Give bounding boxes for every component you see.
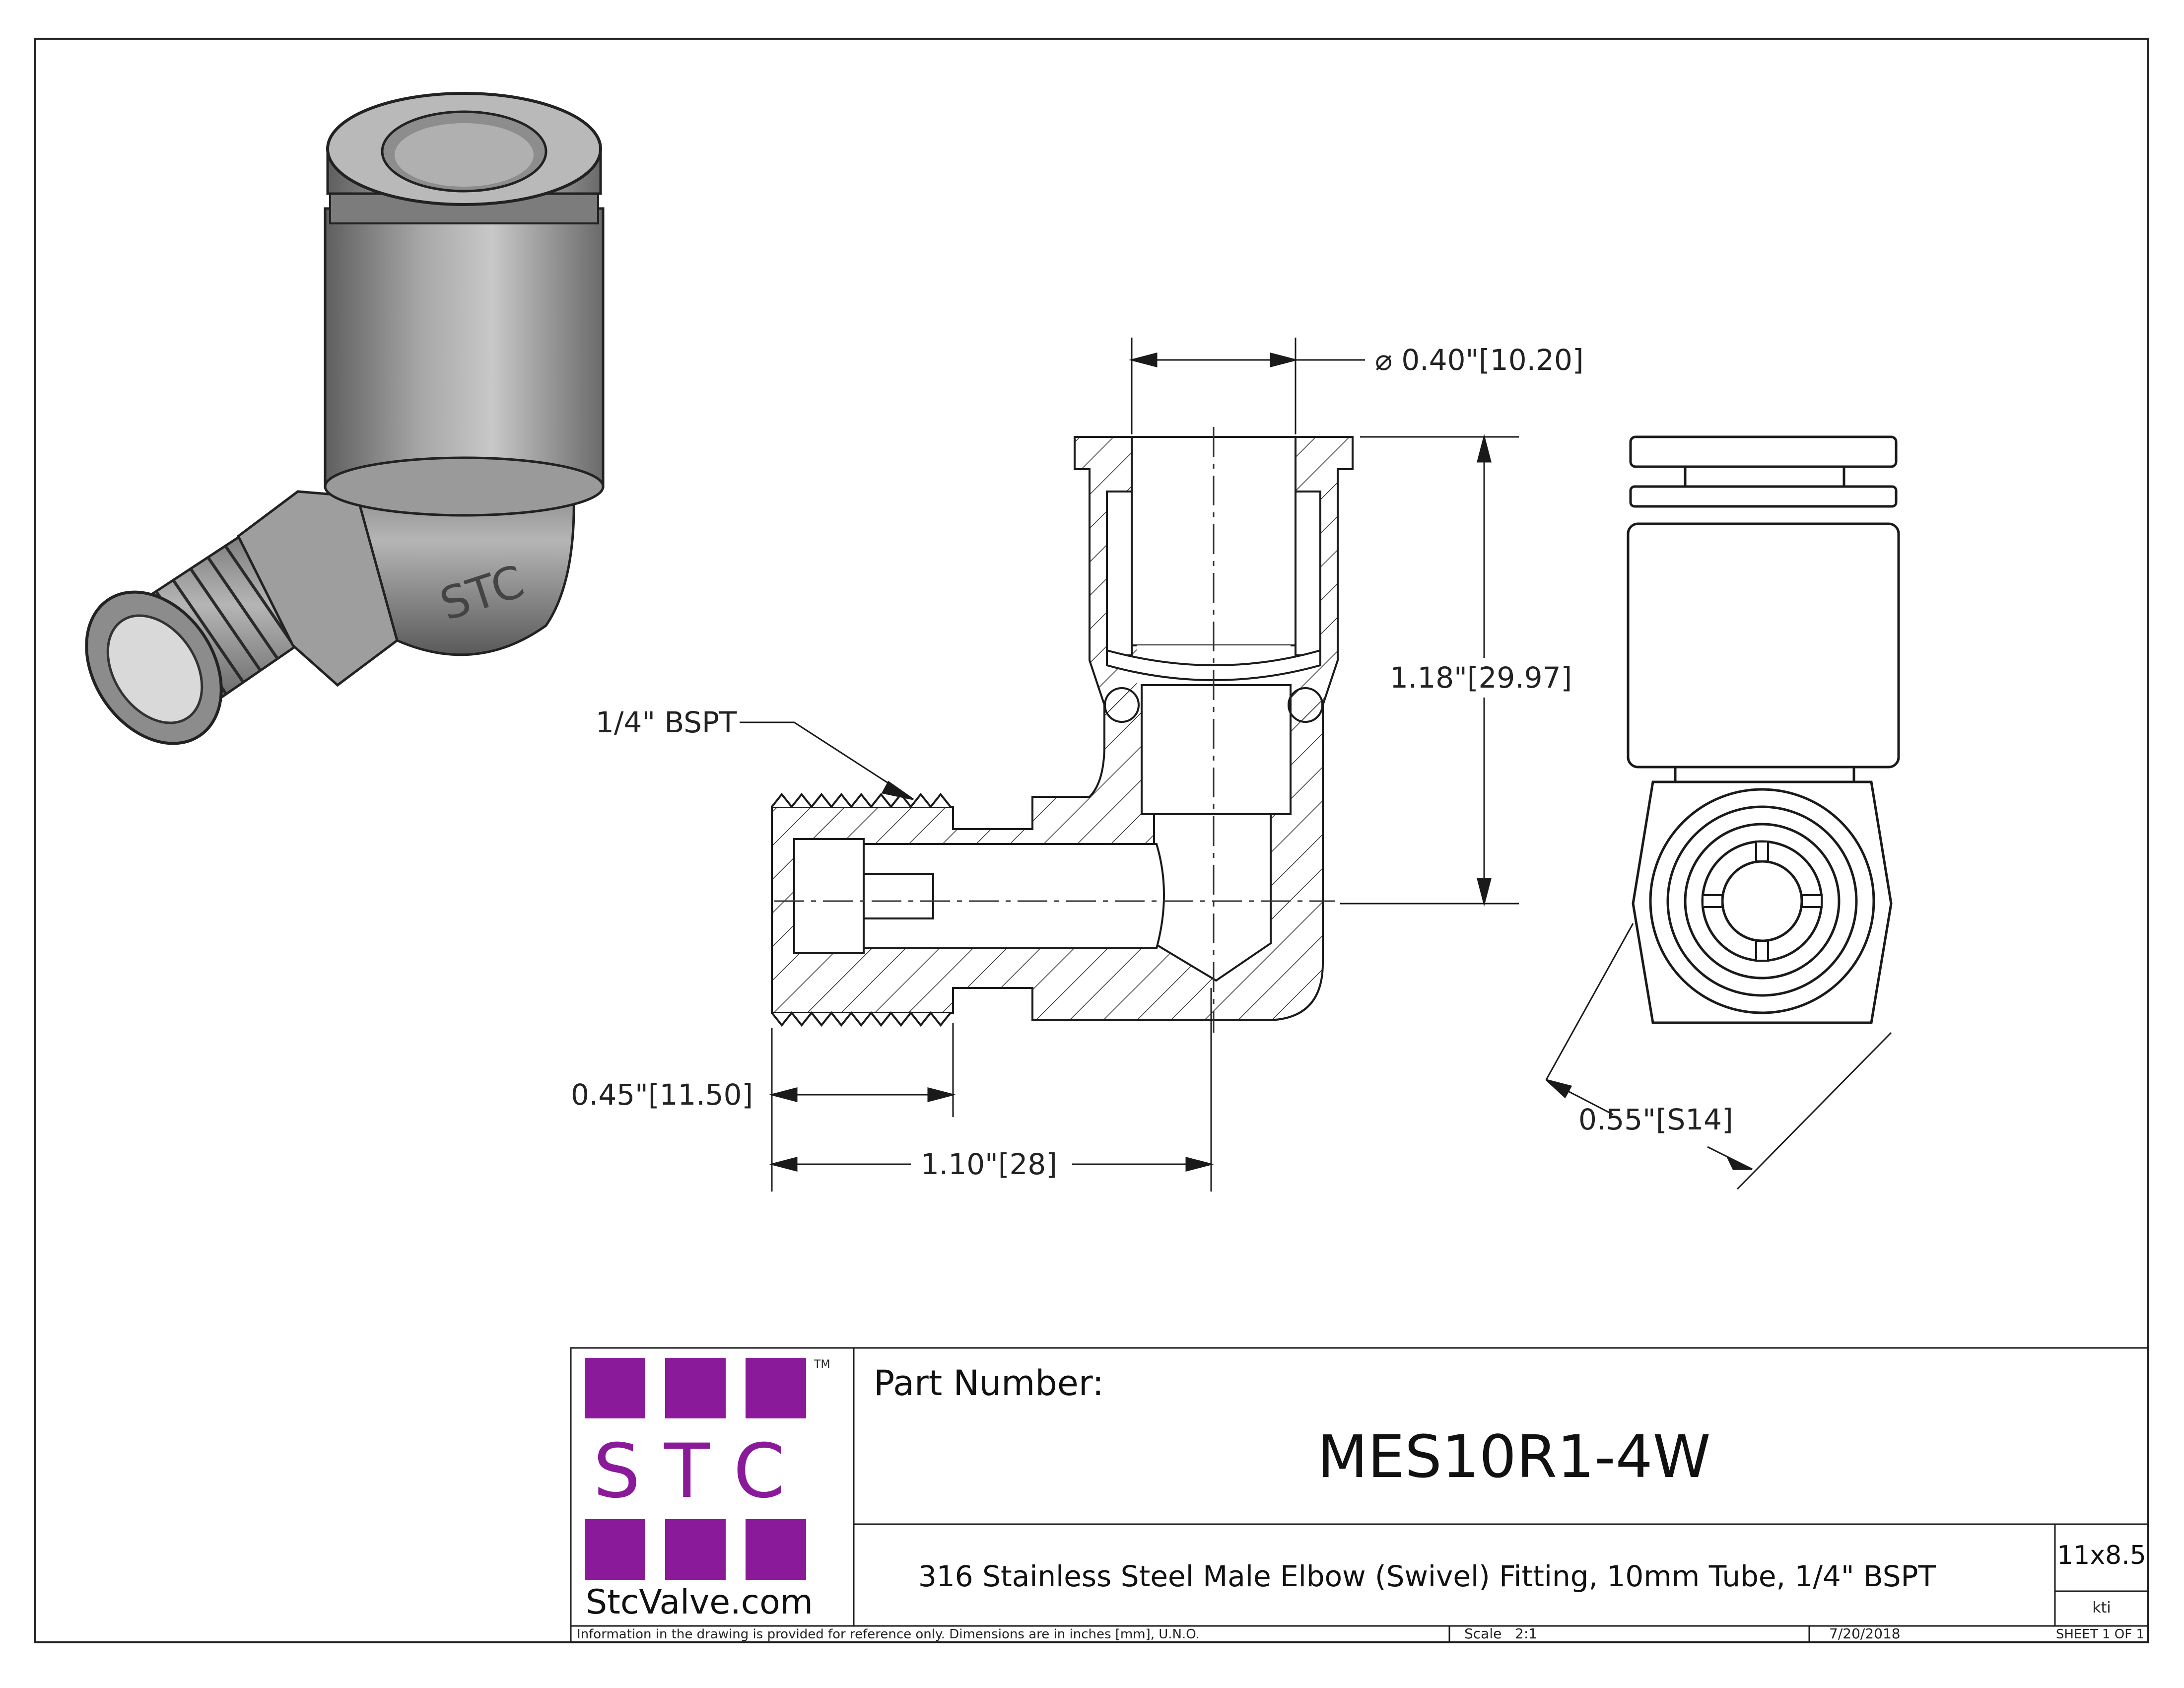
part-number-label: Part Number: (874, 1363, 1104, 1404)
thread-teeth-top (771, 792, 952, 809)
logo-trademark: TM (814, 1358, 830, 1371)
overall-length-label: 1.10"[28] (921, 1147, 1057, 1181)
horizontal-bore (858, 843, 1165, 949)
thread-teeth-bottom (771, 1011, 952, 1027)
side-view (1627, 435, 1900, 1024)
part-description: 316 Stainless Steel Male Elbow (Swivel) … (918, 1559, 1936, 1593)
bore-diameter-label: ⌀ 0.40"[10.20] (1375, 343, 1583, 377)
thread-length-label: 0.45"[11.50] (571, 1078, 753, 1112)
drawing-date: 7/20/2018 (1829, 1625, 1901, 1642)
disclaimer: Information in the drawing is provided f… (577, 1627, 1200, 1642)
scale: Scale 2:1 (1464, 1625, 1537, 1642)
height-label: 1.18"[29.97] (1390, 661, 1572, 695)
dimension-lines (740, 338, 1892, 1192)
section-view (771, 436, 1354, 1027)
drawn-by: kti (2092, 1599, 2111, 1617)
o-ring-left (1104, 687, 1140, 723)
title-block (570, 1347, 2149, 1643)
dimension-labels: ⌀ 0.40"[10.20] 1.18"[29.97] 1/4" BSPT 0.… (571, 343, 1733, 1181)
sheet-number: SHEET 1 OF 1 (2056, 1627, 2144, 1642)
side-body (1627, 522, 1900, 769)
hex-size-label: 0.55"[S14] (1578, 1103, 1733, 1136)
stc-logo: S T C TM StcValve.com (585, 1358, 830, 1622)
o-ring-right (1288, 687, 1323, 723)
centerlines (774, 427, 1335, 1033)
sheet-size: 11x8.5 (2057, 1541, 2146, 1570)
logo-letters: S T C (593, 1428, 785, 1515)
part-number: MES10R1-4W (1317, 1422, 1711, 1491)
logo-website: StcValve.com (586, 1583, 813, 1622)
thread-label: 1/4" BSPT (596, 705, 737, 739)
isometric-view: STC (85, 92, 605, 745)
collet-body (324, 207, 605, 488)
